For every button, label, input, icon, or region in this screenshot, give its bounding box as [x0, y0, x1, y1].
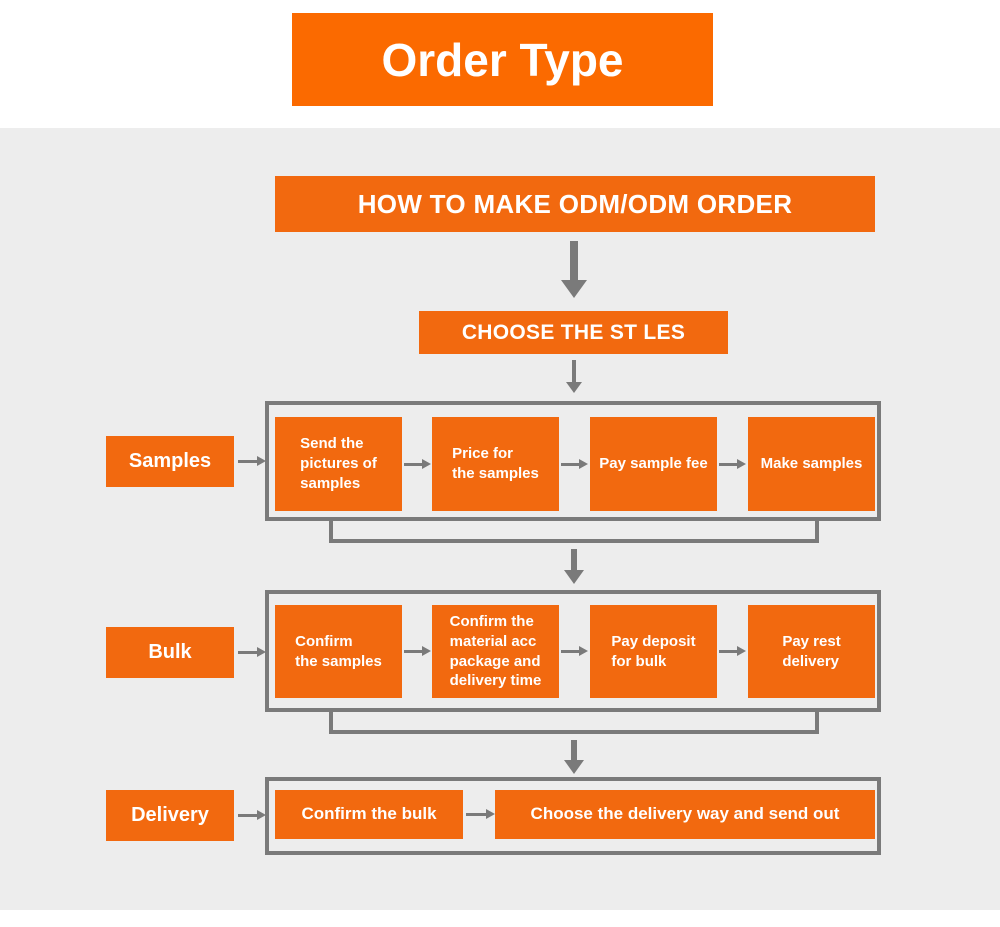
- arrow-head: [257, 456, 266, 466]
- step-pay-sample-fee: Pay sample fee: [590, 417, 717, 511]
- row-label-text: Bulk: [148, 641, 192, 663]
- arrow-head: [579, 646, 588, 656]
- step-label: Pay deposit for bulk: [611, 632, 696, 670]
- step-label: Confirm the bulk: [301, 804, 437, 824]
- step-pay-rest: Pay rest delivery: [748, 605, 875, 698]
- flow-header-text: HOW TO MAKE ODM/ODM ORDER: [357, 188, 793, 219]
- down-arrow-head: [564, 760, 584, 774]
- arrow-shaft: [561, 649, 579, 653]
- arrow-head: [257, 647, 266, 657]
- step-pay-deposit: Pay deposit for bulk: [590, 605, 717, 698]
- step-label: Pay rest delivery: [782, 632, 841, 670]
- arrow-shaft: [561, 462, 579, 466]
- step-label: Choose the delivery way and send out: [530, 804, 840, 824]
- step-choose-delivery: Choose the delivery way and send out: [495, 790, 875, 839]
- arrow-head: [422, 459, 431, 469]
- connector-line: [815, 710, 819, 734]
- choose-styles-box: CHOOSE THE ST LES: [419, 311, 728, 354]
- down-arrow-to-delivery: [564, 740, 584, 774]
- samples-group-border: [265, 401, 881, 521]
- arrow-shaft: [238, 813, 257, 817]
- step-make-samples: Make samples: [748, 417, 875, 511]
- arrow-shaft: [404, 462, 422, 466]
- down-arrow-shaft: [571, 549, 577, 570]
- bulk-group-border: [265, 590, 881, 712]
- step-label: Confirm the samples: [295, 632, 382, 670]
- arrow-shaft: [719, 649, 737, 653]
- title-banner: Order Type: [292, 13, 713, 106]
- page-title: Order Type: [381, 33, 624, 86]
- step-send-pictures: Send the pictures of samples: [275, 417, 402, 511]
- arrow-head: [737, 459, 746, 469]
- down-arrow-shaft: [571, 740, 577, 760]
- delivery-group-border: [265, 777, 881, 855]
- flow-header: HOW TO MAKE ODM/ODM ORDER: [275, 176, 875, 232]
- arrow-delivery-to-group: [238, 810, 266, 820]
- down-arrow-header: [561, 241, 587, 298]
- arrow-step: [719, 459, 746, 469]
- connector-line: [329, 539, 819, 543]
- row-label-samples: Samples: [106, 436, 234, 487]
- step-confirm-bulk: Confirm the bulk: [275, 790, 463, 839]
- arrow-step: [466, 809, 495, 819]
- arrow-bulk-to-group: [238, 647, 266, 657]
- down-arrow-to-bulk: [564, 549, 584, 584]
- arrow-step: [404, 459, 431, 469]
- step-label: Send the pictures of samples: [300, 435, 377, 492]
- arrow-step: [561, 646, 588, 656]
- step-label: Pay sample fee: [599, 455, 708, 473]
- down-arrow-head: [564, 570, 584, 584]
- choose-styles-text: CHOOSE THE ST LES: [461, 320, 686, 344]
- arrow-head: [486, 809, 495, 819]
- step-confirm-samples: Confirm the samples: [275, 605, 402, 698]
- arrow-step: [719, 646, 746, 656]
- row-label-bulk: Bulk: [106, 627, 234, 678]
- down-arrow-shaft: [570, 241, 578, 280]
- arrow-samples-to-group: [238, 456, 266, 466]
- connector-line: [329, 519, 333, 543]
- step-label: Price for the samples: [452, 445, 539, 482]
- arrow-shaft: [404, 649, 422, 653]
- down-arrow-head: [566, 382, 582, 393]
- arrow-head: [422, 646, 431, 656]
- step-label: Confirm the material acc package and del…: [449, 612, 542, 690]
- arrow-step: [561, 459, 588, 469]
- row-label-text: Samples: [128, 450, 212, 472]
- arrow-head: [257, 810, 266, 820]
- arrow-shaft: [238, 650, 257, 654]
- row-label-text: Delivery: [131, 804, 209, 826]
- arrow-shaft: [466, 812, 486, 816]
- connector-line: [815, 519, 819, 543]
- row-label-delivery: Delivery: [106, 790, 234, 841]
- step-price-samples: Price for the samples: [432, 417, 559, 511]
- down-arrow-styles: [566, 360, 582, 393]
- arrow-shaft: [719, 462, 737, 466]
- connector-line: [329, 710, 333, 734]
- arrow-head: [579, 459, 588, 469]
- connector-line: [329, 730, 819, 734]
- step-label: Make samples: [760, 455, 863, 473]
- down-arrow-head: [561, 280, 587, 298]
- step-confirm-material: Confirm the material acc package and del…: [432, 605, 559, 698]
- arrow-shaft: [238, 459, 257, 463]
- down-arrow-shaft: [572, 360, 576, 382]
- arrow-head: [737, 646, 746, 656]
- arrow-step: [404, 646, 431, 656]
